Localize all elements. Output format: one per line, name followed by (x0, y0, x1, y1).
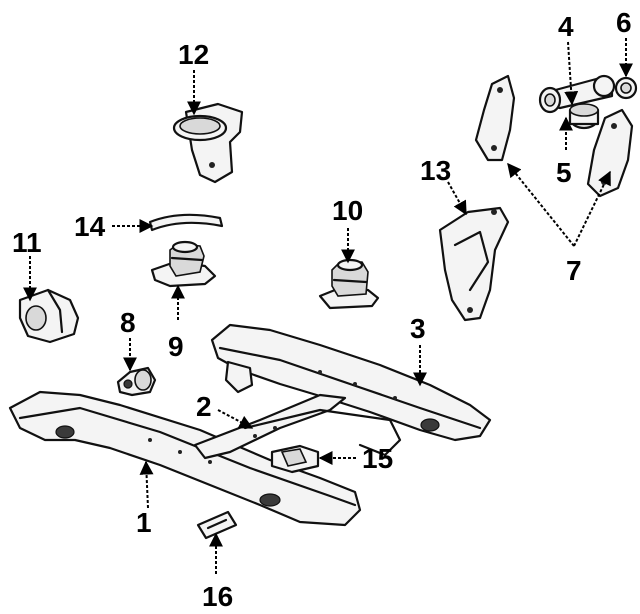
part-15-insulator (270, 444, 320, 474)
leader-4 (564, 41, 579, 106)
part-10-engine-mount (318, 258, 380, 310)
callout-6: 6 (616, 7, 632, 38)
leader-13 (447, 181, 467, 216)
part-13-bracket (438, 206, 510, 322)
leader-lines (23, 38, 633, 574)
leader-2 (217, 409, 254, 429)
part-2-center-brace (193, 393, 402, 460)
callout-13: 13 (420, 155, 451, 186)
part-14-strap (148, 213, 224, 232)
callout-2: 2 (196, 391, 212, 422)
part-9-engine-mount (150, 240, 217, 288)
callout-5: 5 (556, 157, 572, 188)
callout-14: 14 (74, 211, 106, 242)
callout-8: 8 (120, 307, 136, 338)
part-3-rear-crossmember (210, 323, 492, 442)
callout-1: 1 (136, 507, 152, 538)
callout-16: 16 (202, 581, 233, 612)
leader-7b (573, 170, 611, 247)
part-16-plate (196, 510, 238, 540)
part-8-mount (116, 366, 157, 397)
callouts: 1 2 3 4 5 6 7 8 9 10 11 12 13 14 15 16 (12, 7, 632, 612)
callout-12: 12 (178, 39, 209, 70)
callout-15: 15 (362, 443, 393, 474)
leader-1 (139, 460, 154, 509)
callout-9: 9 (168, 331, 184, 362)
part-7-bracket-left (474, 74, 516, 162)
part-4-torque-rod (538, 74, 616, 114)
part-5-bushing (568, 103, 600, 130)
callout-11: 11 (12, 227, 42, 258)
callout-10: 10 (332, 195, 363, 226)
callout-4: 4 (558, 11, 574, 42)
callout-7: 7 (566, 255, 582, 286)
part-12-upper-mount (172, 102, 244, 184)
part-6-bushing (614, 76, 638, 100)
part-11-bracket (18, 288, 80, 344)
leader-7a (507, 162, 575, 247)
callout-3: 3 (410, 313, 426, 344)
